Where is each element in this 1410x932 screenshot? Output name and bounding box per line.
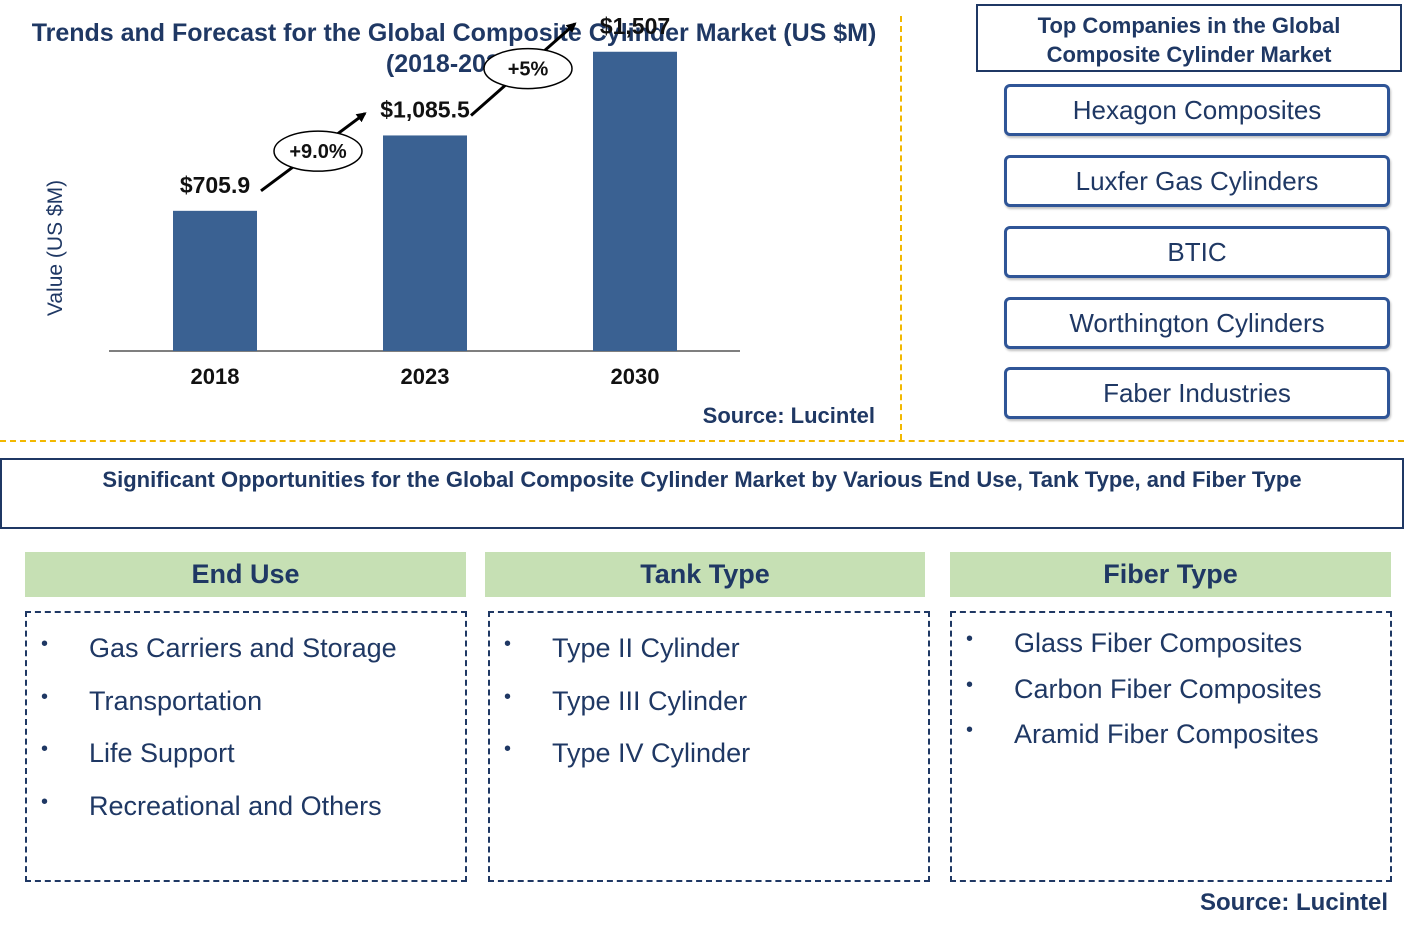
fiber-type-list: • Glass Fiber Composites • Carbon Fiber … bbox=[950, 611, 1392, 882]
bullet: • bbox=[41, 686, 49, 708]
bullet: • bbox=[504, 686, 512, 708]
category-header-tank-type: Tank Type bbox=[485, 552, 925, 597]
growth-badge bbox=[273, 130, 363, 172]
company-worthington-cylinders: Worthington Cylinders bbox=[1004, 297, 1390, 349]
horizontal-divider bbox=[0, 440, 1404, 442]
x-tick-label: 2030 bbox=[611, 364, 660, 389]
company-btic: BTIC bbox=[1004, 226, 1390, 278]
list-item-label: Type III Cylinder bbox=[552, 686, 748, 716]
growth-label: +9.0% bbox=[289, 141, 346, 163]
data-label: $1,085.5 bbox=[380, 96, 470, 122]
data-label: $705.9 bbox=[180, 172, 250, 198]
list-item-label: Aramid Fiber Composites bbox=[1014, 719, 1319, 749]
growth-badge bbox=[483, 47, 573, 90]
bullet: • bbox=[966, 719, 974, 741]
list-item-label: Life Support bbox=[89, 738, 235, 768]
company-hexagon-composites: Hexagon Composites bbox=[1004, 84, 1390, 136]
chart-source: Source: Lucintel bbox=[702, 403, 875, 428]
bar-2023 bbox=[383, 135, 467, 351]
category-header-fiber-type: Fiber Type bbox=[950, 552, 1391, 597]
top-companies-title: Top Companies in the Global Composite Cy… bbox=[976, 4, 1402, 72]
list-item-label: Type IV Cylinder bbox=[552, 738, 751, 768]
list-item-label: Carbon Fiber Composites bbox=[1014, 674, 1322, 704]
bar-2030 bbox=[593, 51, 677, 351]
category-header-end-use: End Use bbox=[25, 552, 466, 597]
x-tick-label: 2023 bbox=[401, 364, 450, 389]
opportunities-title: Significant Opportunities for the Global… bbox=[0, 458, 1404, 529]
opportunities-source: Source: Lucintel bbox=[1199, 889, 1388, 916]
list-item-label: Type II Cylinder bbox=[552, 633, 740, 663]
bullet: • bbox=[41, 791, 49, 813]
company-faber-industries: Faber Industries bbox=[1004, 367, 1390, 419]
bullet: • bbox=[966, 628, 974, 650]
bullet: • bbox=[41, 633, 49, 655]
list-item-label: Transportation bbox=[89, 686, 263, 716]
list-item-label: Glass Fiber Composites bbox=[1014, 628, 1303, 658]
bullet: • bbox=[966, 674, 974, 696]
bullet: • bbox=[41, 738, 49, 760]
x-tick-label: 2018 bbox=[191, 364, 240, 389]
bullet: • bbox=[504, 633, 512, 655]
company-luxfer-gas-cylinders: Luxfer Gas Cylinders bbox=[1004, 155, 1390, 207]
vertical-divider bbox=[900, 16, 902, 440]
list-item-label: Gas Carriers and Storage bbox=[89, 633, 397, 663]
bullet: • bbox=[504, 738, 512, 760]
tank-type-list: • Type II Cylinder • Type III Cylinder •… bbox=[488, 611, 930, 882]
list-item-label: Recreational and Others bbox=[89, 791, 382, 821]
end-use-list: • Gas Carriers and Storage • Transportat… bbox=[25, 611, 467, 882]
growth-label: +5% bbox=[508, 59, 549, 81]
bar-chart: 2018 $705.9 2023 $1,085.5 2030 $1,507 +9.0% +5% bbox=[109, 13, 740, 389]
bar-2018 bbox=[173, 210, 257, 351]
data-label: $1,507 bbox=[600, 13, 670, 39]
